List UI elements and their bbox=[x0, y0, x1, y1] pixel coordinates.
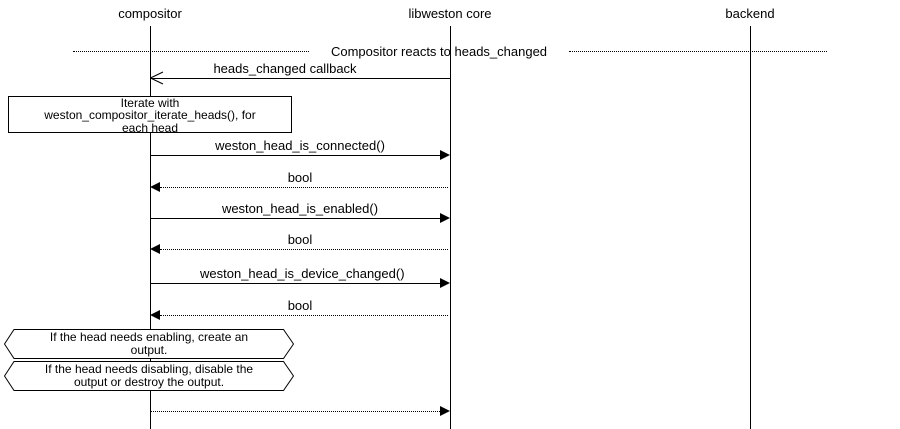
message-line bbox=[150, 283, 440, 284]
filled-arrowhead-right-icon bbox=[440, 406, 450, 416]
hexagon-shape bbox=[4, 329, 294, 359]
condition-note-disable: If the head needs disabling, disable the… bbox=[4, 361, 294, 391]
message-line bbox=[150, 411, 440, 412]
open-arrowhead-left-icon bbox=[150, 71, 164, 85]
lifeline-libweston-core bbox=[450, 26, 451, 429]
message-label-head-is-enabled: weston_head_is_enabled() bbox=[221, 201, 379, 216]
condition-note-disable-text: If the head needs disabling, disable the… bbox=[44, 362, 254, 389]
message-line bbox=[160, 249, 448, 250]
message-label-bool: bool bbox=[287, 170, 313, 185]
divider-label: Compositor reacts to heads_changed bbox=[330, 44, 548, 59]
condition-note-enable-text: If the head needs enabling, create an ou… bbox=[49, 330, 249, 357]
message-label-bool: bool bbox=[287, 298, 313, 313]
divider-line-right bbox=[569, 51, 827, 52]
lifeline-compositor bbox=[150, 26, 151, 429]
note-iterate-heads: Iterate with weston_compositor_iterate_h… bbox=[8, 96, 292, 134]
filled-arrowhead-left-icon bbox=[150, 244, 160, 254]
filled-arrowhead-left-icon bbox=[150, 310, 160, 320]
message-line bbox=[150, 78, 450, 79]
message-line bbox=[160, 187, 448, 188]
message-label-head-is-device-changed: weston_head_is_device_changed() bbox=[200, 266, 405, 281]
filled-arrowhead-right-icon bbox=[440, 278, 450, 288]
message-label-heads-changed-callback: heads_changed callback bbox=[213, 61, 357, 76]
actor-label-compositor: compositor bbox=[118, 6, 182, 21]
actor-label-backend: backend bbox=[725, 6, 775, 21]
filled-arrowhead-left-icon bbox=[150, 182, 160, 192]
message-line bbox=[160, 315, 448, 316]
message-line bbox=[150, 155, 440, 156]
filled-arrowhead-right-icon bbox=[440, 213, 450, 223]
lifeline-backend bbox=[750, 26, 751, 429]
divider-line-left bbox=[73, 51, 309, 52]
actor-label-libweston-core: libweston core bbox=[408, 6, 492, 21]
filled-arrowhead-right-icon bbox=[440, 150, 450, 160]
message-label-head-is-connected: weston_head_is_connected() bbox=[215, 138, 385, 153]
message-line bbox=[150, 218, 440, 219]
condition-note-enable: If the head needs enabling, create an ou… bbox=[4, 329, 294, 359]
hexagon-shape bbox=[4, 361, 294, 391]
message-label-bool: bool bbox=[287, 232, 313, 247]
